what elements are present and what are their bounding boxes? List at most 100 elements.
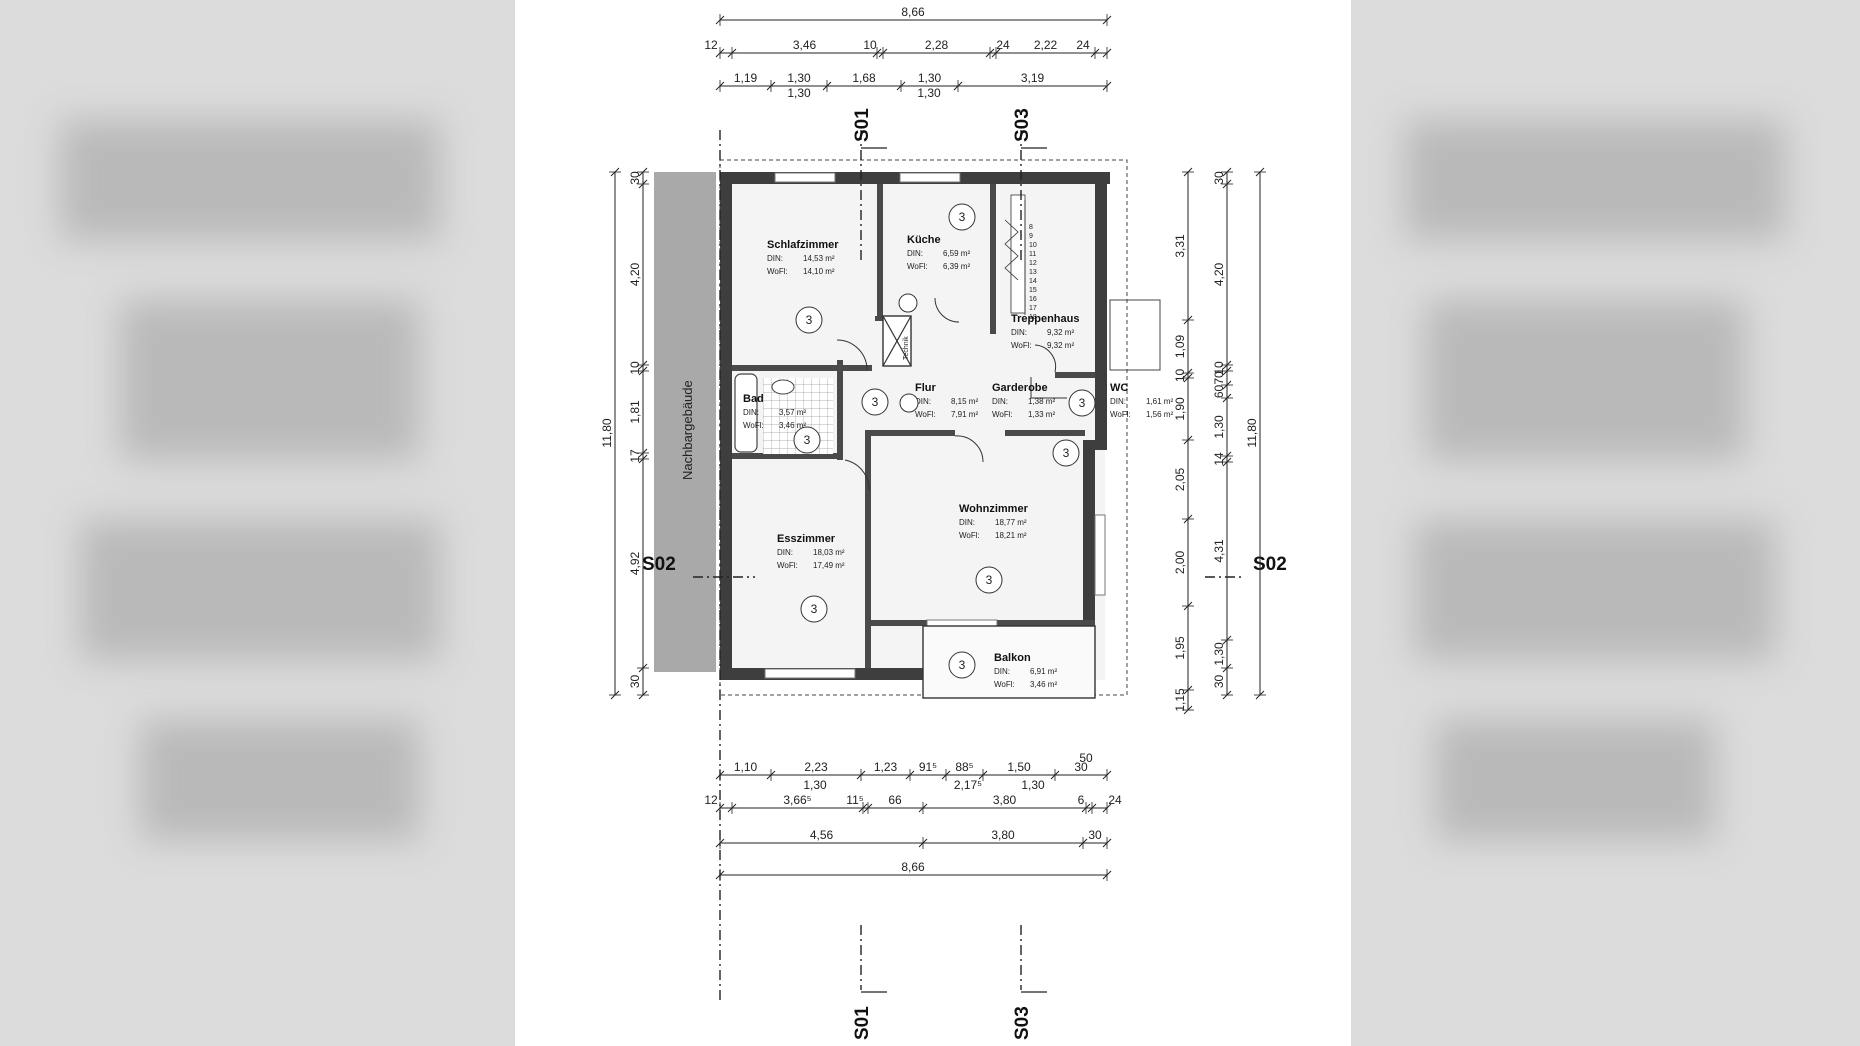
room-circle-kueche xyxy=(948,203,976,231)
room-circle-label-schlafzimmer: 3 xyxy=(806,313,813,327)
section-s01-top: S01 xyxy=(852,108,873,142)
room-wofl-label-flur: WoFl: xyxy=(915,410,936,419)
dim-bottom-row3-label: 4,56 xyxy=(810,828,834,842)
room-din-label-treppenhaus: DIN: xyxy=(1011,328,1027,337)
dim-bottom-row3-label: 30 xyxy=(1088,828,1102,842)
dim-bottom-row1-label: 30 xyxy=(1074,760,1088,774)
room-din-bad: 3,57 m² xyxy=(779,408,806,417)
dim-right-chain1-label: 1,15 xyxy=(1173,688,1187,712)
stair-number: 8 xyxy=(1029,224,1033,231)
dim-bottom-row3-label: 3,80 xyxy=(991,828,1015,842)
dim-bottom-row1b-label: 2,17⁵ xyxy=(954,778,982,792)
stair-number: 18 xyxy=(1029,314,1037,321)
dim-top-row2-label: 24 xyxy=(1076,38,1090,52)
section-s01-bottom: S01 xyxy=(852,1006,873,1040)
room-circle-label-bad: 3 xyxy=(804,433,811,447)
dim-right-chain1-label: 2,00 xyxy=(1173,550,1187,574)
room-name-garderobe: Garderobe xyxy=(992,382,1048,394)
dim-bottom-row2-label: 6 xyxy=(1078,793,1085,807)
section-s03-top: S03 xyxy=(1012,108,1033,142)
dim-bottom-row1-label: 1,10 xyxy=(734,760,758,774)
dim-bottom-overall-label: 8,66 xyxy=(901,860,925,874)
room-wofl-esszimmer: 17,49 m² xyxy=(813,561,845,570)
room-circle-flur xyxy=(861,388,889,416)
dim-top-row3-label: 1,30 xyxy=(918,71,942,85)
dim-bottom-row1-label: 1,23 xyxy=(874,760,898,774)
dim-left-chain-label: 17 xyxy=(628,449,642,463)
dim-right-chain2-label: 30 xyxy=(1212,675,1226,689)
room-circle-label-kueche: 3 xyxy=(959,210,966,224)
room-din-label-balkon: DIN: xyxy=(994,667,1010,676)
dim-left-chain-label: 30 xyxy=(628,171,642,185)
room-name-wohnzimmer: Wohnzimmer xyxy=(959,503,1029,515)
dim-top-row3-label: 1,68 xyxy=(852,71,876,85)
dim-top-row2-label: 2,28 xyxy=(925,38,949,52)
room-din-label-wc: DIN: xyxy=(1110,397,1126,406)
room-name-balkon: Balkon xyxy=(994,652,1031,664)
stair-number: 15 xyxy=(1029,287,1037,294)
dim-right-chain1-label: 10 xyxy=(1173,369,1187,383)
room-circle-label-garderobe: 3 xyxy=(1079,396,1086,410)
dim-right-chain2-label: 14 xyxy=(1212,452,1226,466)
dim-bottom-row2-label: 24 xyxy=(1108,793,1122,807)
dim-left-chain-label: 4,20 xyxy=(628,262,642,286)
dim-bottom-row2-label: 3,66⁵ xyxy=(783,793,811,807)
dim-right-chain2-label: 4,31 xyxy=(1212,539,1226,563)
dim-right-chain2-label: 1,30 xyxy=(1212,415,1226,439)
room-name-treppenhaus: Treppenhaus xyxy=(1011,313,1079,325)
dim-left-chain-label: 10 xyxy=(628,361,642,375)
neighbor-label: Nachbargebäude xyxy=(680,380,695,480)
extra-circle-1 xyxy=(899,393,919,413)
room-circle-label-balkon: 3 xyxy=(959,658,966,672)
room-name-wc: WC xyxy=(1110,382,1128,394)
room-wofl-label-wc: WoFl: xyxy=(1110,410,1131,419)
windows xyxy=(764,172,1106,679)
room-din-treppenhaus: 9,32 m² xyxy=(1047,328,1074,337)
room-name-schlafzimmer: Schlafzimmer xyxy=(767,239,839,251)
technik-label: Technik xyxy=(903,336,910,360)
dim-left-chain-label: 4,92 xyxy=(628,551,642,575)
room-din-label-flur: DIN: xyxy=(915,397,931,406)
stair-number: 16 xyxy=(1029,296,1037,303)
floor-plan: Nachbargebäude Technik xyxy=(600,5,1287,1040)
room-wofl-label-bad: WoFl: xyxy=(743,421,764,430)
dim-right-chain1-label: 1,90 xyxy=(1173,397,1187,421)
stair-number: 13 xyxy=(1029,269,1037,276)
room-circle-label-esszimmer: 3 xyxy=(811,602,818,616)
room-din-label-kueche: DIN: xyxy=(907,249,923,258)
dim-top-row2-label: 12 xyxy=(704,38,718,52)
neighbor-building xyxy=(654,172,716,672)
dim-top-row2-label: 24 xyxy=(996,38,1010,52)
room-wofl-garderobe: 1,33 m² xyxy=(1028,410,1055,419)
dim-bottom-row1b-label: 50 xyxy=(1079,751,1093,765)
stair-number: 10 xyxy=(1029,242,1037,249)
room-wofl-label-balkon: WoFl: xyxy=(994,680,1015,689)
dim-left-chain-label: 30 xyxy=(628,675,642,689)
room-wofl-schlafzimmer: 14,10 m² xyxy=(803,267,835,276)
section-s02-left: S02 xyxy=(642,554,676,575)
section-s02-right: S02 xyxy=(1253,554,1287,575)
room-name-kueche: Küche xyxy=(907,234,941,246)
dim-right-chain2-label: 70 xyxy=(1212,371,1226,385)
room-din-label-bad: DIN: xyxy=(743,408,759,417)
room-wofl-label-schlafzimmer: WoFl: xyxy=(767,267,788,276)
room-name-flur: Flur xyxy=(915,382,936,394)
room-wofl-label-wohnzimmer: WoFl: xyxy=(959,531,980,540)
room-wofl-bad: 3,46 m² xyxy=(779,421,806,430)
room-circle-wc xyxy=(1052,439,1080,467)
dim-bottom-row2-label: 12 xyxy=(704,793,718,807)
door-swings xyxy=(836,297,1067,491)
room-din-wohnzimmer: 18,77 m² xyxy=(995,518,1027,527)
room-circle-balkon xyxy=(948,651,976,679)
dim-top-row3b-label: 1,30 xyxy=(787,86,811,100)
dim-right-chain1-label: 3,31 xyxy=(1173,234,1187,258)
dim-top-row2-label: 10 xyxy=(863,38,877,52)
room-wofl-flur: 7,91 m² xyxy=(951,410,978,419)
dim-top-row2-label: 3,46 xyxy=(793,38,817,52)
room-din-label-wohnzimmer: DIN: xyxy=(959,518,975,527)
dim-bottom-row1b-label: 1,30 xyxy=(803,778,827,792)
room-circle-esszimmer xyxy=(800,595,828,623)
room-name-bad: Bad xyxy=(743,393,764,405)
